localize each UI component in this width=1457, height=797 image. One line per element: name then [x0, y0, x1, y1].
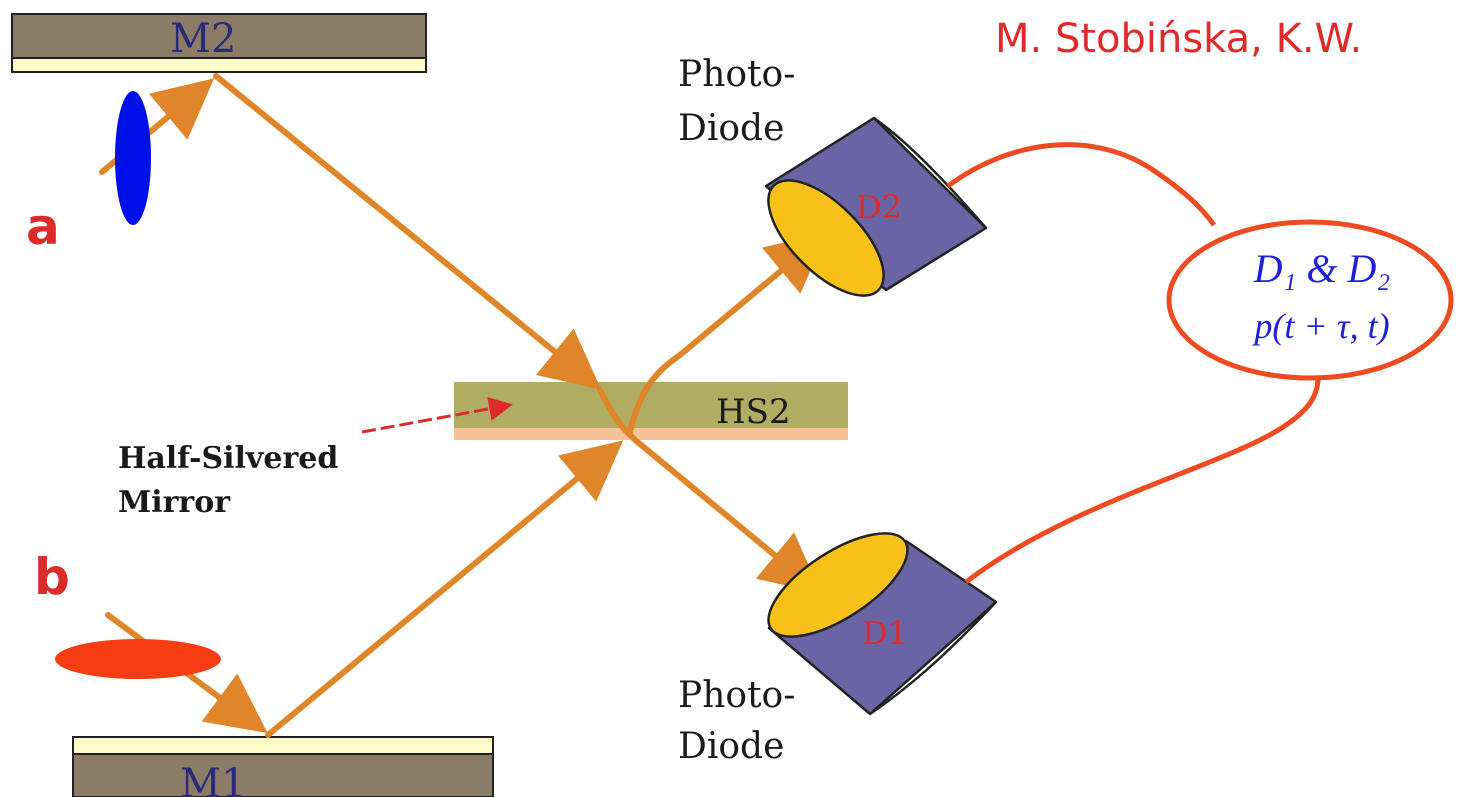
photodiode-bottom-label-line1: Photo- [678, 675, 795, 716]
detector-d1-label: D1 [862, 614, 908, 652]
wire-d1 [964, 377, 1321, 584]
input-a-label: a [26, 198, 60, 256]
wire-d2 [946, 142, 1217, 227]
beam-m1-to-hs2 [265, 440, 624, 738]
light-beams [99, 73, 828, 738]
author-credit: M. Stobińska, K.W. [995, 16, 1362, 62]
mirror-m1: M1 [72, 736, 494, 797]
photodiode-d2: D2 [764, 116, 988, 297]
input-b-label: b [34, 548, 70, 606]
polarizer-b-icon [55, 639, 221, 679]
beam-hs2-to-d2 [627, 232, 828, 435]
photodiode-d1: D1 [767, 532, 998, 716]
photodiode-d1-face [767, 532, 909, 638]
coincidence-line1: D₁ & D₂ [1253, 246, 1391, 291]
photodiode-bottom-label-line2: Diode [678, 726, 784, 767]
coincidence-counter [1166, 219, 1454, 381]
half-silvered-mirror-hs2: HS2 [454, 382, 848, 440]
half-silvered-label-line2: Mirror [118, 485, 231, 520]
hs2-label: HS2 [716, 392, 791, 432]
photodiode-top-label-line2: Diode [678, 108, 784, 149]
detector-d2-label: D2 [856, 188, 902, 226]
half-silvered-arrow [361, 396, 513, 434]
beam-m2-to-hs2 [213, 73, 602, 390]
mirror-m2-label: M2 [170, 16, 236, 62]
photodiode-d2-face [767, 179, 885, 297]
coincidence-line2: p(t + τ, t) [1251, 306, 1389, 346]
half-silvered-label-line1: Half-Silvered [118, 441, 338, 476]
polarizer-a-icon [115, 91, 151, 225]
photodiode-top-label-line1: Photo- [678, 54, 795, 95]
beam-hs2-to-d1 [597, 387, 822, 594]
mirror-m2: M2 [11, 13, 427, 73]
mirror-m1-label: M1 [180, 761, 246, 797]
